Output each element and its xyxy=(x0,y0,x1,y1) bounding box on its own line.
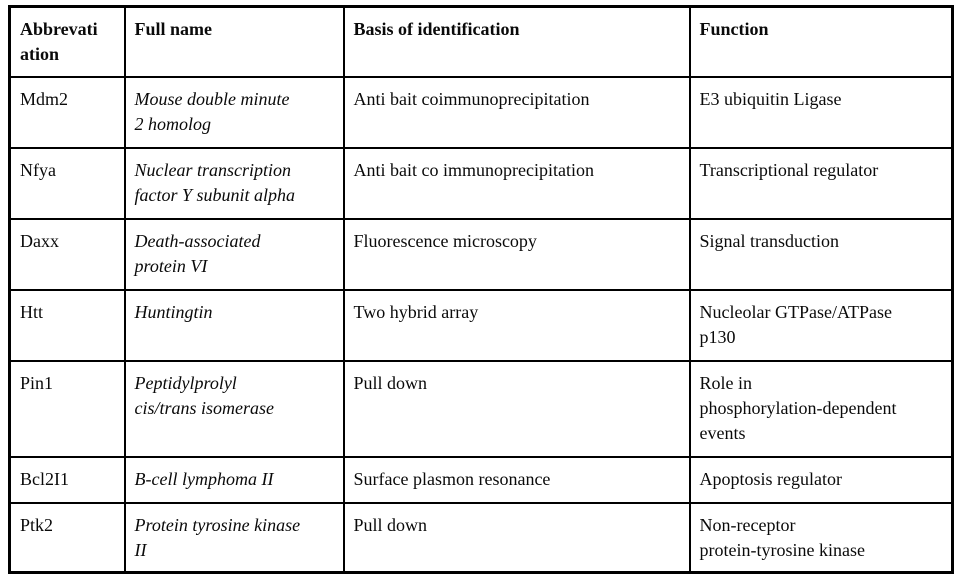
cell-function: E3 ubiquitin Ligase xyxy=(688,75,954,149)
cell-abbreviation: Bcl2I1 xyxy=(8,455,126,504)
column-header-basis-of-identification: Basis of identification xyxy=(342,5,691,78)
cell-basis-of-identification: Pull down xyxy=(342,359,691,458)
cell-full-name: Death-associated protein VI xyxy=(123,217,345,291)
cell-full-name: B-cell lymphoma II xyxy=(123,455,345,504)
cell-basis-of-identification: Fluorescence microscopy xyxy=(342,217,691,291)
cell-function: Signal transduction xyxy=(688,217,954,291)
cell-full-name: Nuclear transcription factor Y subunit a… xyxy=(123,146,345,220)
cell-function: Transcriptional regulator xyxy=(688,146,954,220)
interaction-table-container: Abbrevati ation Full name Basis of ident… xyxy=(8,5,954,574)
table-row-pin1: Pin1 Peptidylprolyl cis/trans isomerase … xyxy=(8,359,954,458)
cell-full-name: Mouse double minute 2 homolog xyxy=(123,75,345,149)
column-header-full-name: Full name xyxy=(123,5,345,78)
cell-function: Role in phosphorylation-dependent events xyxy=(688,359,954,458)
cell-function: Non-receptor protein-tyrosine kinase xyxy=(688,501,954,574)
cell-basis-of-identification: Anti bait coimmunoprecipitation xyxy=(342,75,691,149)
cell-basis-of-identification: Two hybrid array xyxy=(342,288,691,362)
cell-abbreviation: Pin1 xyxy=(8,359,126,458)
table-row-nfya: Nfya Nuclear transcription factor Y subu… xyxy=(8,146,954,220)
table-row-ptk2: Ptk2 Protein tyrosine kinase II Pull dow… xyxy=(8,501,954,574)
cell-abbreviation: Daxx xyxy=(8,217,126,291)
cell-basis-of-identification: Anti bait co immunoprecipitation xyxy=(342,146,691,220)
cell-basis-of-identification: Surface plasmon resonance xyxy=(342,455,691,504)
cell-abbreviation: Nfya xyxy=(8,146,126,220)
cell-abbreviation: Htt xyxy=(8,288,126,362)
cell-basis-of-identification: Pull down xyxy=(342,501,691,574)
table-header-row: Abbrevati ation Full name Basis of ident… xyxy=(8,5,954,78)
table-row-bcl2i1: Bcl2I1 B-cell lymphoma II Surface plasmo… xyxy=(8,455,954,504)
cell-full-name: Peptidylprolyl cis/trans isomerase xyxy=(123,359,345,458)
table-row-daxx: Daxx Death-associated protein VI Fluores… xyxy=(8,217,954,291)
table-row-mdm2: Mdm2 Mouse double minute 2 homolog Anti … xyxy=(8,75,954,149)
column-header-function: Function xyxy=(688,5,954,78)
cell-function: Apoptosis regulator xyxy=(688,455,954,504)
cell-full-name: Huntingtin xyxy=(123,288,345,362)
interaction-table: Abbrevati ation Full name Basis of ident… xyxy=(8,5,954,574)
table-row-htt: Htt Huntingtin Two hybrid array Nucleola… xyxy=(8,288,954,362)
cell-abbreviation: Mdm2 xyxy=(8,75,126,149)
cell-full-name: Protein tyrosine kinase II xyxy=(123,501,345,574)
column-header-abbreviation: Abbrevati ation xyxy=(8,5,126,78)
cell-function: Nucleolar GTPase/ATPase p130 xyxy=(688,288,954,362)
cell-abbreviation: Ptk2 xyxy=(8,501,126,574)
